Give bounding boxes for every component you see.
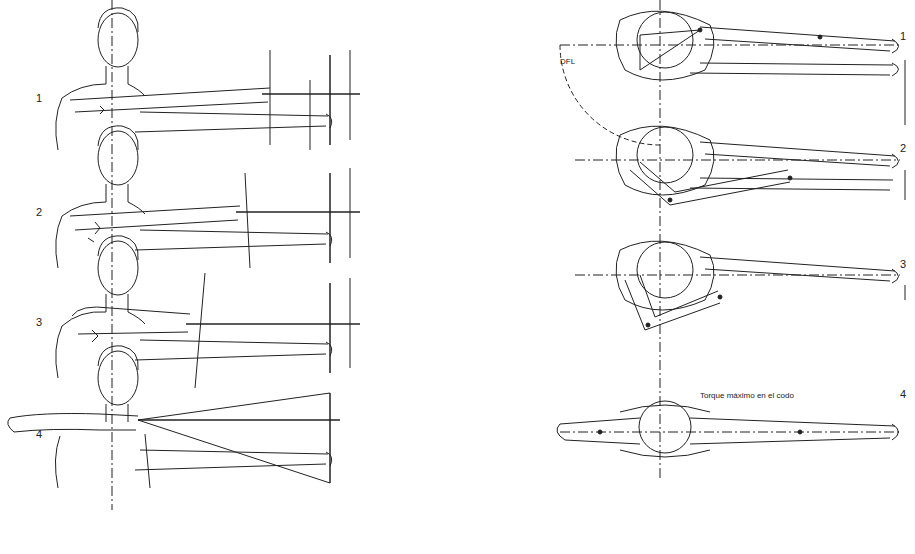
figure-number: 1 bbox=[36, 92, 42, 104]
note-text: Torque máximo en el codo bbox=[700, 392, 794, 401]
angle-label: DFL bbox=[560, 58, 575, 67]
archer-top-view bbox=[575, 126, 900, 205]
archer-top-view bbox=[560, 11, 900, 145]
archer-top-view bbox=[557, 401, 900, 457]
figure-number: 1 bbox=[900, 30, 906, 42]
archer-front-view bbox=[56, 8, 360, 150]
figure-number: 2 bbox=[36, 206, 42, 218]
reference-line bbox=[905, 60, 906, 125]
reference-line bbox=[905, 285, 906, 300]
figure-number: 4 bbox=[36, 428, 42, 440]
figure-number: 4 bbox=[900, 388, 906, 400]
archer-front-view bbox=[56, 126, 360, 268]
reference-line bbox=[905, 170, 906, 200]
figure-number: 3 bbox=[36, 316, 42, 328]
figure-number: 3 bbox=[900, 258, 906, 270]
figure-number: 2 bbox=[900, 142, 906, 154]
archer-front-view bbox=[8, 346, 340, 488]
center-line bbox=[660, 0, 661, 480]
archer-front-view bbox=[56, 236, 360, 388]
center-line bbox=[112, 0, 113, 510]
archer-top-view bbox=[575, 241, 900, 330]
